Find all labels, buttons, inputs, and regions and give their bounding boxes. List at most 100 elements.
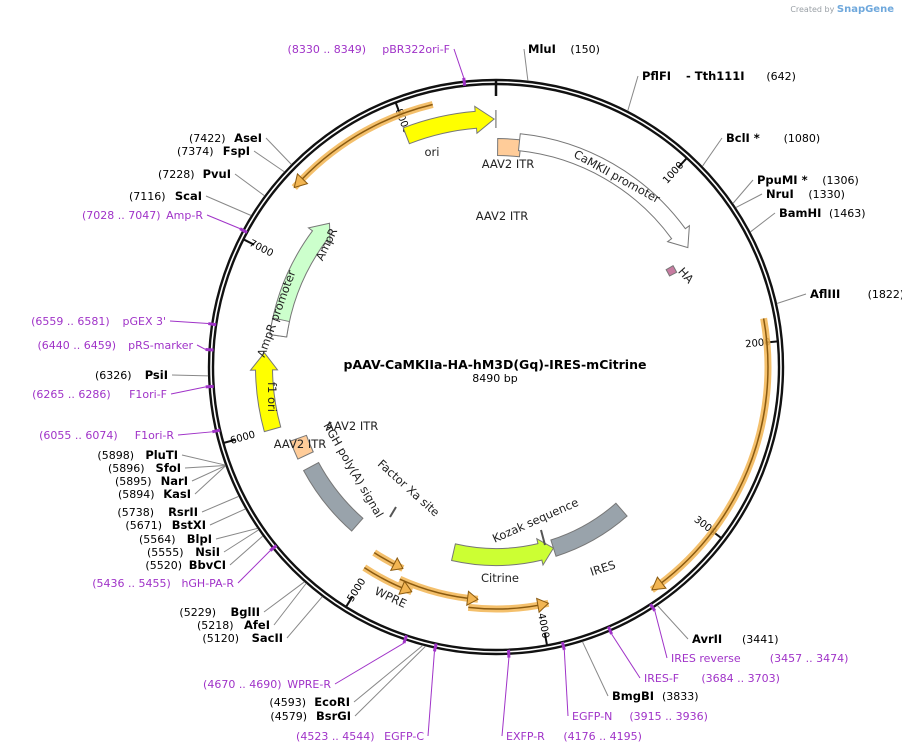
enzyme-leader bbox=[582, 641, 609, 697]
primer-site: (7028 .. 7047)Amp-R bbox=[82, 209, 203, 222]
enzyme-site: NarI(5895) bbox=[115, 474, 188, 488]
feature-ori bbox=[402, 105, 496, 145]
enzyme-site: PsiI(6326) bbox=[95, 368, 168, 382]
primer-range: (6559 .. 6581) bbox=[31, 315, 110, 328]
enzyme-name: AseI bbox=[234, 131, 262, 145]
primer-leader bbox=[206, 214, 241, 230]
enzyme-name: NruI bbox=[766, 187, 794, 201]
feature-citrine bbox=[450, 537, 555, 567]
enzyme-position: (1330) bbox=[808, 188, 845, 201]
feature-label: AAV2 ITR bbox=[476, 209, 529, 223]
enzyme-position: (5555) bbox=[147, 546, 184, 559]
enzyme-position: (150) bbox=[570, 43, 600, 56]
primer-range: (5436 .. 5455) bbox=[92, 577, 171, 590]
enzyme-leader bbox=[750, 212, 776, 233]
enzyme-site: RsrII(5738) bbox=[117, 505, 198, 519]
enzyme-name: EcoRI bbox=[314, 695, 350, 709]
feature-label: Citrine bbox=[481, 571, 519, 585]
primer-range: (3915 .. 3936) bbox=[629, 710, 708, 723]
snapgene-logo: SnapGene bbox=[836, 4, 894, 15]
tick-mark-4000 bbox=[543, 633, 549, 646]
enzyme-position: (3833) bbox=[662, 690, 699, 703]
enzyme-position: (5520) bbox=[145, 559, 182, 572]
primer-range: (4670 .. 4690) bbox=[203, 678, 282, 691]
enzyme-position: (1463) bbox=[829, 207, 866, 220]
enzyme-site: BbvCI (5520) bbox=[145, 558, 226, 572]
enzyme-name: MluI bbox=[528, 42, 556, 56]
enzyme-name: BlpI bbox=[187, 532, 212, 546]
primer-leader bbox=[453, 48, 465, 78]
primer-site: (4670 .. 4690)WPRE-R bbox=[203, 678, 331, 691]
enzyme-site: BamHI(1463) bbox=[779, 206, 866, 220]
enzyme-site: BglII (5229) bbox=[179, 605, 260, 619]
factor-xa-marker bbox=[389, 506, 397, 518]
enzyme-site: SacII(5120) bbox=[202, 631, 283, 645]
primer-leader bbox=[169, 320, 209, 325]
kozak-marker bbox=[540, 529, 546, 546]
orf-arrowhead bbox=[398, 580, 413, 595]
enzyme-position: (1822) bbox=[868, 288, 902, 301]
enzyme-name: BmgBI bbox=[612, 689, 654, 703]
primer-mark bbox=[432, 643, 438, 652]
enzyme-name: BbvCI bbox=[189, 558, 226, 572]
enzyme-position: (5671) bbox=[125, 519, 162, 532]
primer-leader bbox=[170, 386, 206, 395]
primer-leader bbox=[196, 344, 206, 350]
feature-aav2-itr-c bbox=[289, 434, 314, 460]
enzyme-leader bbox=[732, 179, 754, 204]
enzyme-leader bbox=[223, 529, 259, 553]
primer-range: (6055 .. 6074) bbox=[39, 429, 118, 442]
primer-leader bbox=[654, 610, 668, 659]
enzyme-position: (5218) bbox=[197, 619, 234, 632]
enzyme-leader bbox=[263, 581, 305, 613]
primer-site: IRES-F(3684 .. 3703) bbox=[644, 672, 780, 685]
enzyme-position: (6326) bbox=[95, 369, 132, 382]
primer-leader bbox=[427, 651, 435, 737]
primer-name: F1ori-R bbox=[135, 429, 175, 442]
enzyme-leader bbox=[265, 137, 292, 165]
orf-arrowhead bbox=[293, 172, 309, 189]
primer-leader bbox=[334, 642, 405, 685]
primer-leader bbox=[611, 633, 641, 679]
enzyme-leader bbox=[209, 508, 246, 526]
primer-leader bbox=[563, 649, 569, 717]
feature-f1-ori bbox=[249, 352, 282, 433]
primer-name: pBR322ori-F bbox=[382, 43, 450, 56]
enzyme-leader bbox=[215, 527, 258, 540]
primer-mark bbox=[402, 634, 408, 644]
enzyme-position: (1080) bbox=[784, 132, 821, 145]
enzyme-leader bbox=[205, 195, 252, 216]
primer-range: (6265 .. 6286) bbox=[32, 388, 111, 401]
enzyme-site: AfeI(5218) bbox=[197, 618, 270, 632]
enzyme-position: (1306) bbox=[822, 174, 859, 187]
enzyme-position: (3441) bbox=[742, 633, 779, 646]
enzyme-position: (642) bbox=[766, 70, 796, 83]
enzyme-name: PpuMI * bbox=[757, 173, 808, 187]
orf-arc-core bbox=[651, 318, 769, 591]
enzyme-leader bbox=[353, 645, 423, 703]
enzyme-name: BsrGI bbox=[316, 709, 351, 723]
enzyme-position: (7116) bbox=[129, 190, 166, 203]
enzyme-name: FspI bbox=[223, 144, 250, 158]
enzyme-name-alt: - Tth111I bbox=[686, 69, 745, 83]
primer-range: (4176 .. 4195) bbox=[563, 730, 642, 743]
feature-hgh-polya bbox=[302, 461, 364, 532]
enzyme-site: BclI *(1080) bbox=[726, 131, 820, 145]
enzyme-leader bbox=[253, 150, 285, 173]
enzyme-leader bbox=[184, 464, 226, 469]
enzyme-site: AseI(7422) bbox=[189, 131, 262, 145]
primer-range: (7028 .. 7047) bbox=[82, 209, 161, 222]
enzyme-site: NsiI(5555) bbox=[147, 545, 220, 559]
primer-site: (5436 .. 5455)hGH-PA-R bbox=[92, 577, 234, 590]
primer-leader bbox=[177, 431, 213, 436]
primer-name: IRES-F bbox=[644, 672, 679, 685]
primer-mark bbox=[560, 641, 566, 651]
orf-arrowhead bbox=[536, 597, 550, 614]
enzyme-name: BglII bbox=[231, 605, 261, 619]
enzyme-leader bbox=[702, 137, 723, 167]
enzyme-site: EcoRI(4593) bbox=[269, 695, 350, 709]
branding-created-by: Created by bbox=[790, 5, 835, 14]
enzyme-position: (5229) bbox=[179, 606, 216, 619]
enzyme-position: (7374) bbox=[177, 145, 214, 158]
enzyme-name: SfoI bbox=[156, 461, 181, 475]
